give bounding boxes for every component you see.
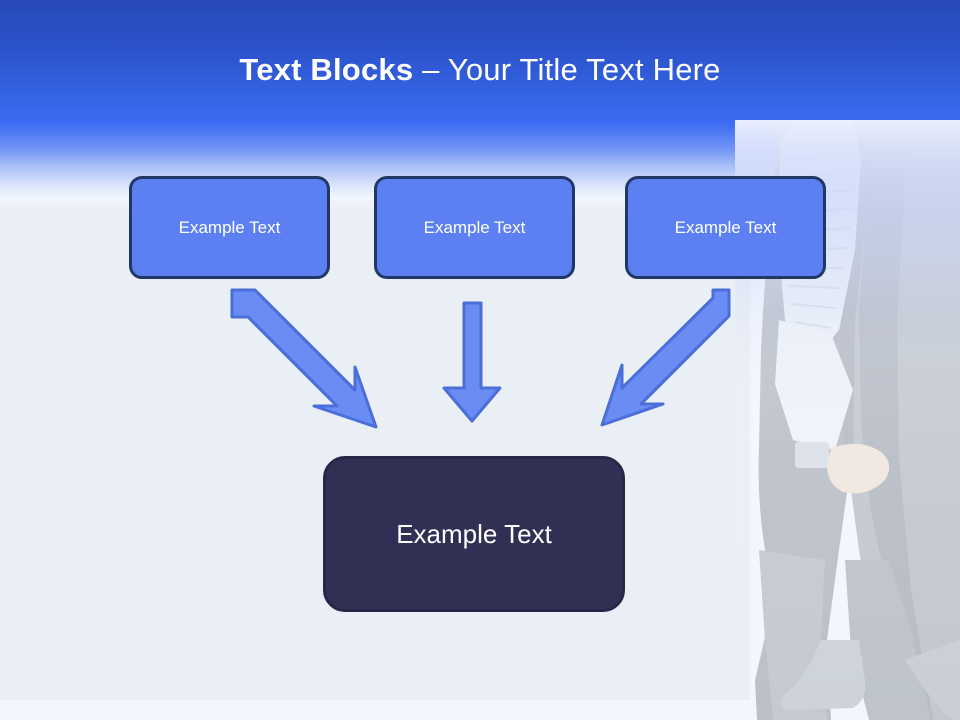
content-panel [0,200,750,700]
result-text-block-label: Example Text [396,518,552,549]
title-regular-part: Your Title Text Here [447,52,721,87]
text-block-1[interactable]: Example Text [129,176,330,279]
title-bold-part: Text Blocks [239,52,423,87]
title-separator: – [422,52,448,87]
text-block-3-label: Example Text [674,217,777,237]
slide-title: Text Blocks – Your Title Text Here [0,50,960,90]
text-block-1-label: Example Text [178,217,281,237]
text-block-3[interactable]: Example Text [625,176,826,279]
text-block-2-label: Example Text [423,217,526,237]
text-block-2[interactable]: Example Text [374,176,575,279]
result-text-block[interactable]: Example Text [323,456,625,612]
